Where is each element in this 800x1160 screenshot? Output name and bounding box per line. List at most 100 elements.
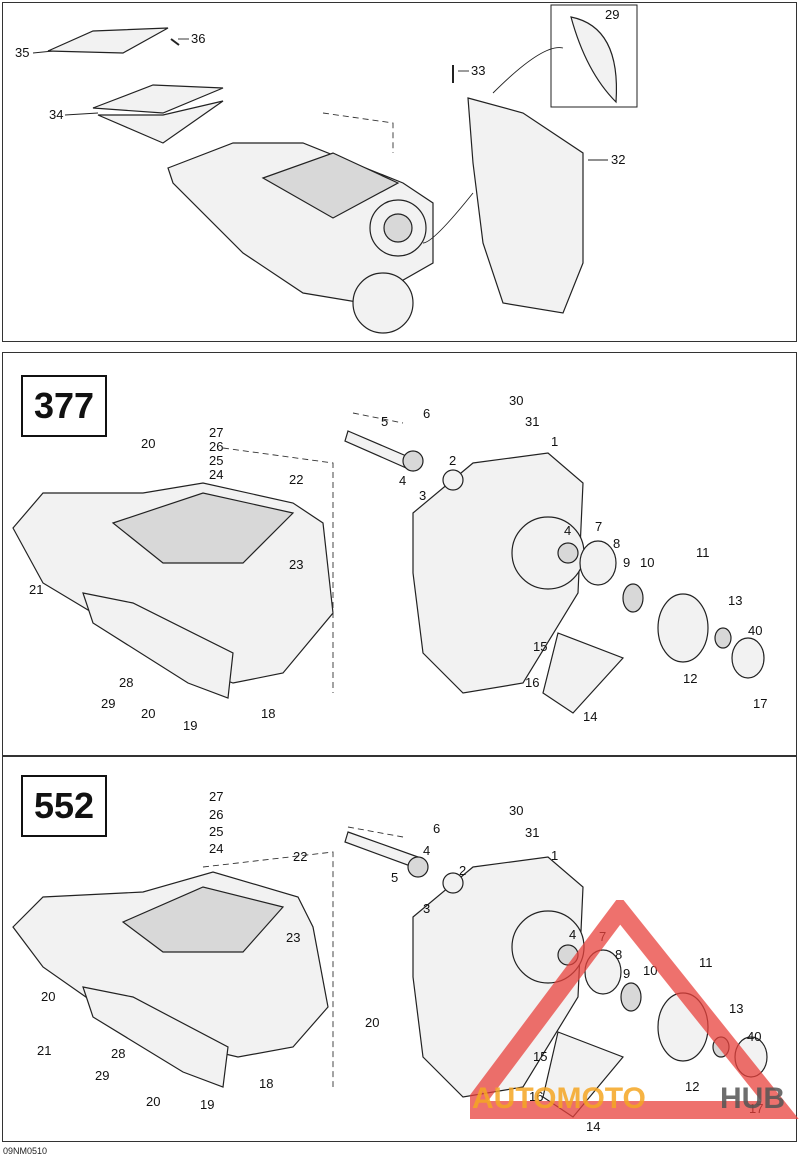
part-11-fan (657, 593, 709, 663)
callout-552-9: 9 (623, 966, 630, 981)
callout-552-29: 29 (95, 1068, 109, 1083)
callout-552-5: 5 (391, 870, 398, 885)
part-9-nut (622, 583, 644, 613)
part-12-nut (714, 627, 732, 649)
callout-377-6: 6 (423, 406, 430, 421)
part-29-shape (570, 16, 618, 104)
exploded-view-top-panel: 29 33 32 35 36 34 (2, 2, 797, 342)
assembly-line-377-b (352, 412, 404, 424)
callout-377-21: 21 (29, 582, 43, 597)
part-7-washer (579, 540, 617, 586)
callout-36: 36 (191, 31, 205, 46)
callout-377-24: 24 (209, 467, 223, 482)
callout-552-10: 10 (643, 963, 657, 978)
callout-377-30: 30 (509, 393, 523, 408)
callout-552-22: 22 (293, 849, 307, 864)
callout-552-12: 12 (685, 1079, 699, 1094)
assembly-line-377-a (222, 447, 334, 693)
part-5-shaft-552 (344, 831, 419, 868)
callout-377-14: 14 (583, 709, 597, 724)
callout-377-19: 19 (183, 718, 197, 733)
part-40-cap (731, 637, 765, 679)
part-34-shape (92, 84, 224, 114)
callout-552-20b: 20 (365, 1015, 379, 1030)
part-32-shape (467, 97, 584, 314)
callout-552-6: 6 (433, 821, 440, 836)
part-14-belt-552 (542, 1031, 624, 1118)
callout-552-4b: 4 (569, 927, 576, 942)
callout-552-28: 28 (111, 1046, 125, 1061)
callout-377-22: 22 (289, 472, 303, 487)
callout-33: 33 (471, 63, 485, 78)
part-12-nut-552 (712, 1036, 730, 1058)
callout-552-23: 23 (286, 930, 300, 945)
routing-line-2 (422, 192, 474, 244)
part-22-fins-shape (111, 492, 295, 564)
inset-leader (492, 47, 564, 94)
callout-552-13: 13 (729, 1001, 743, 1016)
callout-377-9: 9 (623, 555, 630, 570)
callout-552-11: 11 (699, 955, 713, 970)
part-2-ring (442, 469, 464, 491)
drawing-code: 09NM0510 (3, 1146, 48, 1156)
assembly-line-552-a (202, 851, 334, 1087)
callout-377-8: 8 (613, 536, 620, 551)
callout-377-3: 3 (419, 488, 426, 503)
callout-377-4b: 4 (564, 523, 571, 538)
callout-377-27: 27 (209, 425, 223, 440)
routing-line-1 (322, 112, 394, 153)
callout-552-8: 8 (615, 947, 622, 962)
callout-552-31: 31 (525, 825, 539, 840)
callout-552-40: 40 (747, 1029, 761, 1044)
callout-552-14: 14 (586, 1119, 600, 1134)
callout-552-1: 1 (551, 848, 558, 863)
callout-552-18: 18 (259, 1076, 273, 1091)
part-4-bearing (557, 542, 579, 564)
callout-377-2: 2 (449, 453, 456, 468)
callout-552-2: 2 (459, 863, 466, 878)
part-2-ring-552 (442, 872, 464, 894)
callout-552-4a: 4 (423, 843, 430, 858)
callout-552-20c: 20 (146, 1094, 160, 1109)
callout-552-30: 30 (509, 803, 523, 818)
leader-35 (32, 50, 54, 54)
engine-head-shape (261, 152, 400, 219)
callout-377-5: 5 (381, 414, 388, 429)
top-panel-drawing: 29 33 32 35 36 34 (15, 4, 638, 334)
callout-552-16: 16 (529, 1089, 543, 1104)
callout-552-27: 27 (209, 789, 223, 804)
callout-377-16: 16 (525, 675, 539, 690)
part-4-bearing-top (402, 450, 424, 472)
callout-32: 32 (611, 152, 625, 167)
model-377-label: 377 (21, 375, 107, 437)
part-19-guard-shape-552 (82, 986, 229, 1088)
callout-552-26: 26 (209, 807, 223, 822)
part-11-fan-552 (657, 992, 709, 1062)
callout-377-11: 11 (696, 545, 710, 560)
callout-377-15: 15 (533, 639, 547, 654)
callout-377-17: 17 (753, 696, 767, 711)
callout-377-7: 7 (595, 519, 602, 534)
part-4-bearing-552 (557, 944, 579, 966)
callout-377-18: 18 (261, 706, 275, 721)
callout-35: 35 (15, 45, 29, 60)
callout-552-15: 15 (533, 1049, 547, 1064)
callout-552-19: 19 (200, 1097, 214, 1112)
part-34-base (97, 100, 224, 144)
callout-377-10: 10 (640, 555, 654, 570)
callout-377-20a: 20 (141, 436, 155, 451)
exploded-view-552-panel: 552 30 31 6 1 4 5 2 3 4 7 8 9 10 11 13 4… (2, 756, 797, 1142)
part-9-nut-552 (620, 982, 642, 1012)
callout-34: 34 (49, 107, 63, 122)
callout-377-31: 31 (525, 414, 539, 429)
callout-552-17: 17 (749, 1101, 763, 1116)
callout-552-24: 24 (209, 841, 223, 856)
leader-34 (64, 112, 99, 116)
callout-377-23: 23 (289, 557, 303, 572)
callout-552-3: 3 (423, 901, 430, 916)
callout-552-25: 25 (209, 824, 223, 839)
bolt-36 (170, 38, 180, 46)
part-35-shape (47, 27, 169, 54)
engine-pulley-hub (383, 213, 413, 243)
panel-552-drawing: 30 31 6 1 4 5 2 3 4 7 8 9 10 11 13 40 12… (12, 789, 768, 1134)
